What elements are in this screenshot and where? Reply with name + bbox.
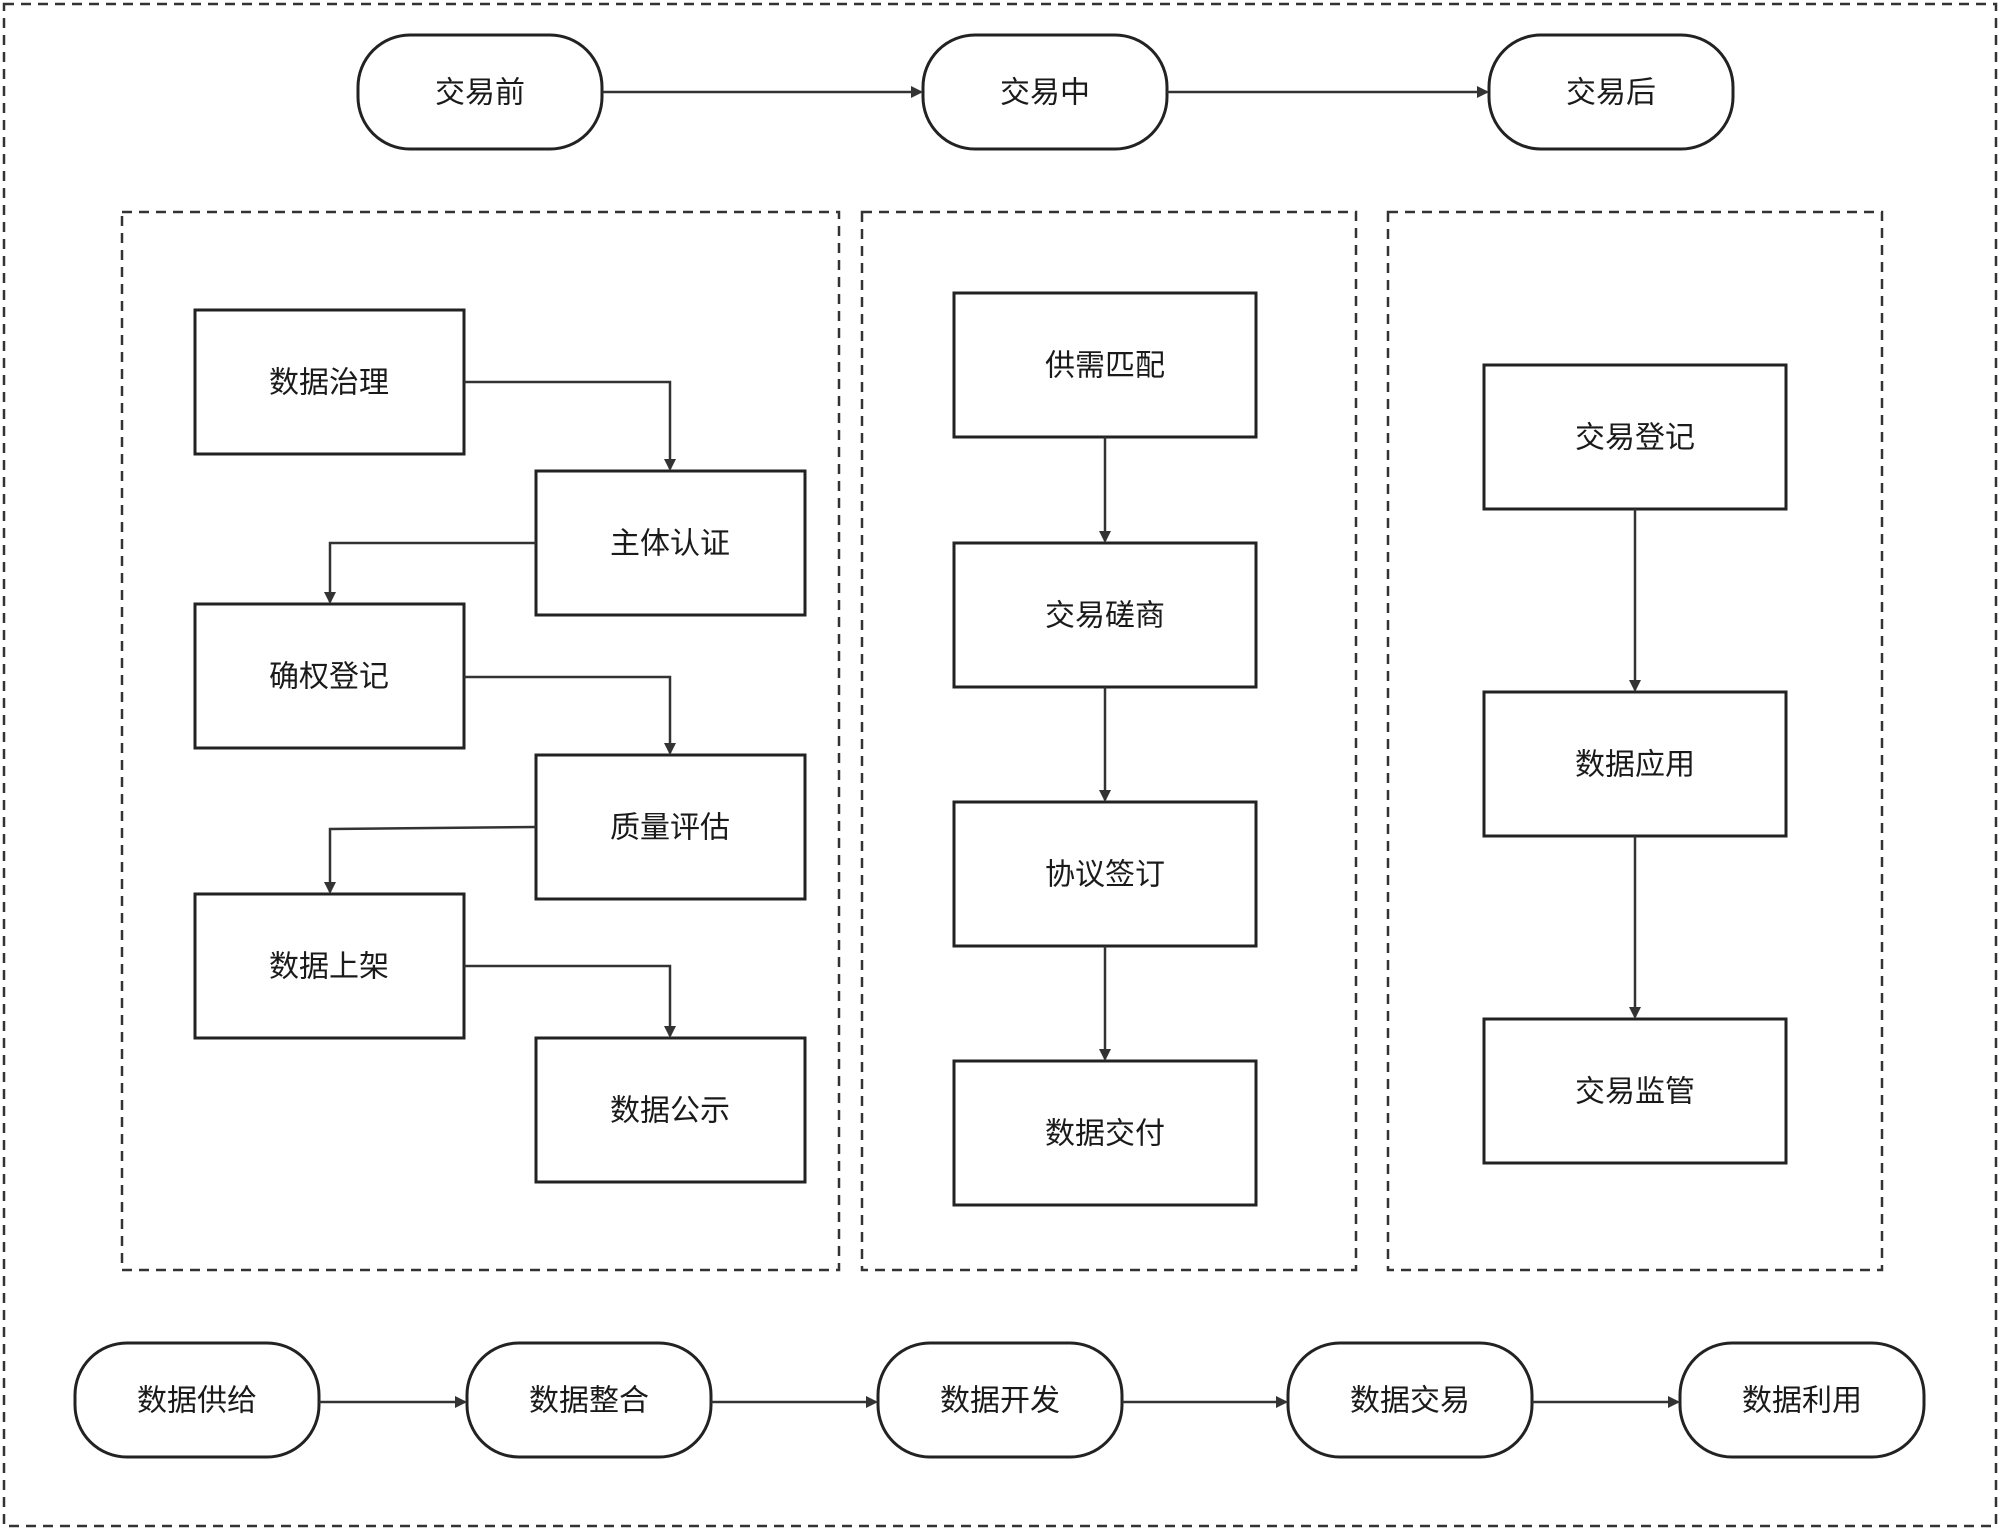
step-label-data-listing: 数据上架: [269, 950, 389, 985]
step-quality-assessment: 质量评估: [534, 753, 807, 901]
step-label-trade-registration: 交易登记: [1575, 421, 1695, 456]
lifecycle-node-data-integration: 数据整合: [465, 1341, 713, 1459]
lifecycle-node-data-trading: 数据交易: [1286, 1341, 1534, 1459]
step-data-publicity: 数据公示: [534, 1036, 807, 1184]
step-label-quality-assessment: 质量评估: [610, 811, 730, 846]
phase-label-pre-trade: 交易前: [435, 76, 525, 111]
lifecycle-node-data-utilization: 数据利用: [1678, 1341, 1926, 1459]
step-data-application: 数据应用: [1482, 690, 1788, 838]
step-agreement-signing: 协议签订: [952, 800, 1258, 948]
lifecycle-label-data-supply: 数据供给: [137, 1384, 257, 1419]
edge-registration-to-assessment: [464, 675, 676, 755]
step-label-agreement-signing: 协议签订: [1045, 858, 1165, 893]
in-trade-group: [860, 210, 1358, 1272]
phase-node-pre-trade: 交易前: [356, 33, 604, 151]
step-supply-demand-matching: 供需匹配: [952, 291, 1258, 439]
step-data-delivery: 数据交付: [952, 1059, 1258, 1207]
step-data-governance: 数据治理: [193, 308, 466, 456]
step-label-trade-supervision: 交易监管: [1575, 1075, 1695, 1110]
phase-node-post-trade: 交易后: [1487, 33, 1735, 151]
step-label-rights-registration: 确权登记: [269, 660, 389, 695]
step-entity-authentication: 主体认证: [534, 469, 807, 617]
step-label-data-publicity: 数据公示: [610, 1094, 730, 1129]
post-trade-group: [1386, 210, 1884, 1272]
pre-trade-group: [120, 210, 841, 1272]
lifecycle-node-data-development: 数据开发: [876, 1341, 1124, 1459]
step-data-listing: 数据上架: [193, 892, 466, 1040]
lifecycle-label-data-development: 数据开发: [940, 1384, 1060, 1419]
step-label-data-application: 数据应用: [1575, 748, 1695, 783]
edge-assessment-to-listing: [324, 825, 537, 894]
lifecycle-label-data-trading: 数据交易: [1350, 1384, 1470, 1419]
step-label-entity-authentication: 主体认证: [610, 527, 730, 562]
step-rights-registration: 确权登记: [193, 602, 466, 750]
edge-governance-to-authentication: [464, 380, 676, 471]
lifecycle-label-data-utilization: 数据利用: [1742, 1384, 1862, 1419]
phase-label-post-trade: 交易后: [1566, 76, 1656, 111]
lifecycle-node-data-supply: 数据供给: [73, 1341, 321, 1459]
step-label-data-delivery: 数据交付: [1045, 1117, 1165, 1152]
lifecycle-label-data-integration: 数据整合: [529, 1384, 649, 1419]
step-trade-supervision: 交易监管: [1482, 1017, 1788, 1165]
step-label-supply-demand-matching: 供需匹配: [1045, 349, 1165, 384]
step-label-trade-negotiation: 交易磋商: [1045, 599, 1165, 634]
edge-authentication-to-registration: [324, 541, 536, 604]
phase-node-in-trade: 交易中: [921, 33, 1169, 151]
edge-listing-to-publicity: [464, 964, 676, 1038]
step-trade-negotiation: 交易磋商: [952, 541, 1258, 689]
step-label-data-governance: 数据治理: [269, 366, 389, 401]
step-trade-registration: 交易登记: [1482, 363, 1788, 511]
phase-label-in-trade: 交易中: [1000, 76, 1090, 111]
